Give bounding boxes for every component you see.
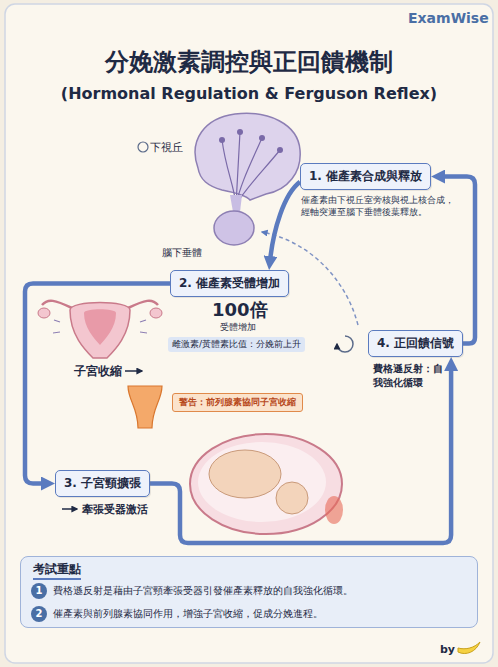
stat-number: 100倍 <box>212 298 268 322</box>
box-heading: 2. 催產素受體增加 <box>179 275 280 292</box>
credit: by <box>440 643 455 656</box>
uterus-wall <box>190 434 342 534</box>
brand-mark: ExamWise <box>408 10 489 26</box>
note-label: 雌激素/黃體素比值：分娩前上升 <box>168 337 305 352</box>
box-heading: 考試重點 <box>33 561 81 580</box>
pituitary-stalk <box>230 195 242 212</box>
brain-icon <box>138 142 148 152</box>
box-body: 費格遜反射是藉由子宮頸牽張受器引發催產素釋放的自我強化循環。 <box>53 583 353 599</box>
uterus-shape <box>70 303 130 359</box>
flow-arrow <box>150 365 451 543</box>
process-box: 2. 催產素受體增加 <box>170 270 289 297</box>
neuron <box>237 129 243 135</box>
process-box: 1. 催產素合成與釋放催產素由下視丘室旁核與視上核合成，經軸突運至腦下垂體後葉釋… <box>300 163 431 190</box>
number-badge: 1 <box>31 583 47 599</box>
process-label: 子宮收縮 <box>74 363 122 380</box>
flow-arrow <box>25 284 170 484</box>
banana-icon <box>458 642 480 654</box>
uterus-lining <box>84 309 116 345</box>
fetus-head <box>276 482 308 514</box>
fetus-figure <box>190 434 343 534</box>
process-box: 3. 子宮頸擴張 <box>55 470 150 497</box>
neuron-lines <box>222 132 280 205</box>
pituitary-shape <box>214 211 254 245</box>
small-arrow <box>125 370 142 372</box>
box-heading: 3. 子宮頸擴張 <box>64 475 141 492</box>
cervix-glow <box>325 496 343 524</box>
box-body: 催產素與前列腺素協同作用，增強子宮收縮，促成分娩進程。 <box>53 606 323 622</box>
box-heading: 1. 催產素合成與釋放 <box>309 168 422 185</box>
ovary <box>38 308 50 318</box>
uterus-figure <box>38 301 162 428</box>
ovary <box>150 308 162 318</box>
part-label: 腦下垂體 <box>162 246 202 260</box>
warning-box: 警告：前列腺素協同子宮收縮 <box>172 393 303 412</box>
neuron <box>219 137 225 143</box>
box-heading: 4. 正回饋信號 <box>377 335 454 352</box>
amniotic-sac <box>198 442 326 522</box>
part-label: 下視丘 <box>150 140 183 155</box>
contraction-marks <box>53 320 147 333</box>
number-badge: 2 <box>31 606 47 622</box>
neuron <box>259 135 265 141</box>
box-heading: 1 <box>31 583 47 599</box>
neuron <box>277 147 283 153</box>
cervix-shape <box>128 386 162 428</box>
cycle-symbol <box>337 336 353 352</box>
box-body: 費格遜反射：自我強化循環 <box>373 362 443 389</box>
stat-caption: 受體增加 <box>220 321 256 334</box>
fetus-body <box>209 450 281 498</box>
hypothalamus-shape <box>195 113 300 200</box>
box-body: 催產素由下視丘室旁核與視上核合成，經軸突運至腦下垂體後葉釋放。 <box>301 194 456 218</box>
process-label: 牽張受器激活 <box>82 502 148 517</box>
summary-panel: 考試重點費格遜反射是藉由子宮頸牽張受器引發催產素釋放的自我強化循環。催產素與前列… <box>20 556 478 628</box>
box-heading: 2 <box>31 606 47 622</box>
title-text: 分娩激素調控與正回饋機制 <box>0 46 498 78</box>
flow-arrow <box>270 182 300 262</box>
process-box: 4. 正回饋信號費格遜反射：自我強化循環 <box>368 330 463 357</box>
subtitle: (Hormonal Regulation & Ferguson Reflex) <box>0 84 498 103</box>
small-arrow <box>62 508 77 510</box>
box-heading: 警告：前列腺素協同子宮收縮 <box>179 396 296 409</box>
